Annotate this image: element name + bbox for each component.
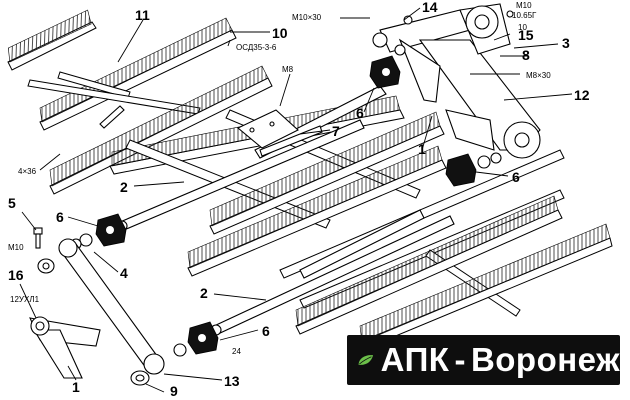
note-m10x30: М10×30: [292, 13, 322, 22]
note-m8x30: М8×30: [526, 71, 551, 80]
callout-14: 14: [422, 0, 438, 15]
bearing-block-6-bottom: [173, 321, 219, 357]
callout-15: 15: [518, 27, 534, 43]
leaf-icon: [358, 355, 374, 365]
watermark-apk: АПК: [380, 341, 450, 378]
callout-16: 16: [8, 267, 24, 283]
watermark-dash: -: [454, 341, 466, 378]
callout-11: 11: [135, 7, 150, 23]
shaft-2-lower: [210, 209, 455, 336]
callout-10: 10: [272, 25, 288, 41]
bearing-block-6-top: [369, 55, 401, 89]
brush-row-middle: [187, 111, 447, 277]
callout-7: 7: [332, 123, 340, 139]
bushing-4: [37, 258, 55, 274]
leader-lines: [19, 7, 573, 393]
watermark-voronezh: Воронеж: [470, 341, 620, 378]
note-m8: М8: [282, 65, 294, 74]
lever-arm-right: [372, 3, 541, 159]
note-osd: ОСД35-3-6: [236, 43, 277, 52]
small-annotations: М10×30 М10 10.65Г 10 ОСД35-3-6 М8 М8×30 …: [8, 1, 551, 356]
bolt-left-top: [99, 105, 125, 129]
callout-labels: 11 10 14 15 3 8 12 6 7 1 6 2 5 6 4 16 2 …: [8, 0, 590, 399]
callout-9: 9: [170, 383, 178, 399]
callout-13: 13: [224, 373, 240, 389]
callout-6-top: 6: [356, 105, 364, 121]
callout-1-right: 1: [418, 141, 426, 157]
callout-1-left: 1: [72, 379, 80, 395]
callout-6-left: 6: [56, 209, 64, 225]
note-24: 24: [232, 347, 241, 356]
lever-13: [58, 238, 165, 375]
brush-11: [7, 9, 237, 131]
callout-12: 12: [574, 87, 590, 103]
note-10-65g: 10.65Г: [512, 11, 537, 20]
callout-5: 5: [8, 195, 16, 211]
callout-6-bottom: 6: [262, 323, 270, 339]
note-m10-top: М10: [516, 1, 532, 10]
callout-8: 8: [522, 47, 530, 63]
callout-2-upper: 2: [120, 179, 128, 195]
callout-4: 4: [120, 265, 128, 281]
arm-1-left: [29, 316, 101, 379]
note-12ukhl1: 12УХЛ1: [10, 295, 40, 304]
note-4x36: 4×36: [18, 167, 37, 176]
bearing-block-6-right: [445, 152, 502, 187]
callout-6-right: 6: [512, 169, 520, 185]
callout-3: 3: [562, 35, 570, 51]
note-m10-left: М10: [8, 243, 24, 252]
callout-2-lower: 2: [200, 285, 208, 301]
note-10: 10: [518, 23, 527, 32]
bearing-block-6-left: [70, 213, 127, 250]
bolt-5: [33, 227, 43, 249]
watermark-logo: АПК-Воронеж: [347, 335, 620, 385]
bushing-9: [130, 370, 150, 386]
brush-row-lower-right: [295, 195, 613, 351]
watermark-text: АПК-Воронеж: [381, 341, 620, 379]
